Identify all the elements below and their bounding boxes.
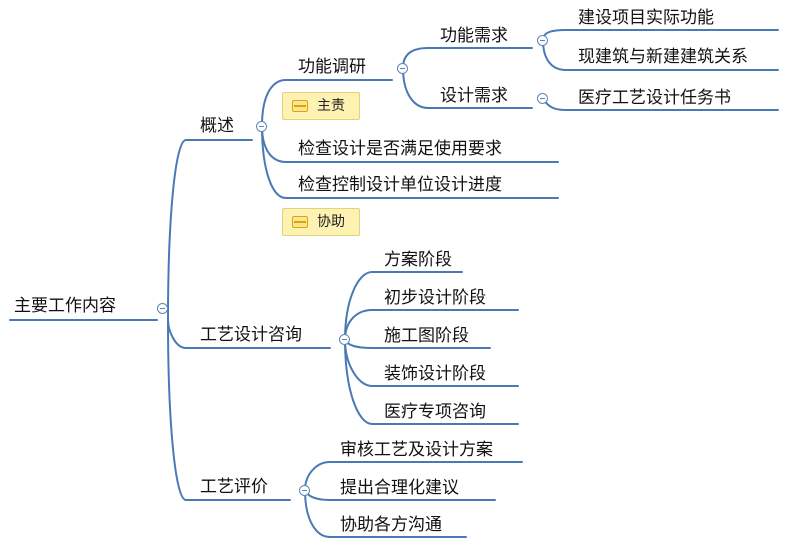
collapse-consulting-icon[interactable] <box>339 334 350 345</box>
collapse-research-icon[interactable] <box>397 63 408 74</box>
leaf-stage-4[interactable]: 装饰设计阶段 <box>384 364 486 384</box>
notes-icon <box>292 216 308 228</box>
tag-main-responsibility[interactable]: 主责 <box>282 92 360 120</box>
leaf-function-1[interactable]: 建设项目实际功能 <box>578 8 714 28</box>
node-check-usage[interactable]: 检查设计是否满足使用要求 <box>298 139 502 159</box>
node-check-progress[interactable]: 检查控制设计单位设计进度 <box>298 175 502 195</box>
collapse-evaluation-icon[interactable] <box>299 485 310 496</box>
connector-evaluation-item-3 <box>304 489 331 538</box>
leaf-evaluation-2[interactable]: 提出合理化建议 <box>340 478 459 498</box>
node-function-requirement[interactable]: 功能需求 <box>440 26 508 46</box>
connector-root-overview <box>167 139 187 321</box>
leaf-evaluation-1[interactable]: 审核工艺及设计方案 <box>340 440 493 460</box>
connector-research-design <box>402 67 429 109</box>
connector-root-evaluation <box>167 319 187 501</box>
collapse-function-requirement-icon[interactable] <box>537 35 548 46</box>
notes-icon <box>292 100 308 112</box>
node-design-requirement[interactable]: 设计需求 <box>440 86 508 106</box>
connector-evaluation-item-1 <box>304 461 331 491</box>
collapse-root-icon[interactable] <box>157 303 168 314</box>
node-overview[interactable]: 概述 <box>200 116 234 136</box>
collapse-overview-icon[interactable] <box>256 121 267 132</box>
tag-main-label: 主责 <box>317 98 345 114</box>
connector-overview-research <box>261 79 287 127</box>
tag-assist[interactable]: 协助 <box>282 208 360 236</box>
node-consulting[interactable]: 工艺设计咨询 <box>200 325 302 345</box>
connector-overview-check-usage <box>261 125 287 163</box>
node-research[interactable]: 功能调研 <box>298 57 366 77</box>
node-root[interactable]: 主要工作内容 <box>14 296 116 316</box>
connector-consulting-stage-1 <box>344 271 373 341</box>
leaf-stage-3[interactable]: 施工图阶段 <box>384 326 469 346</box>
tag-assist-label: 协助 <box>317 214 345 230</box>
leaf-stage-1[interactable]: 方案阶段 <box>384 250 452 270</box>
leaf-function-2[interactable]: 现建筑与新建建筑关系 <box>578 47 748 67</box>
leaf-stage-5[interactable]: 医疗专项咨询 <box>384 402 486 422</box>
collapse-design-requirement-icon[interactable] <box>537 93 548 104</box>
connector-root-consulting <box>167 319 187 349</box>
connector-function-leaf-2 <box>542 39 567 71</box>
connector-overview-check-progress <box>261 125 287 199</box>
leaf-stage-2[interactable]: 初步设计阶段 <box>384 288 486 308</box>
node-evaluation[interactable]: 工艺评价 <box>200 477 268 497</box>
leaf-evaluation-3[interactable]: 协助各方沟通 <box>340 515 442 535</box>
leaf-design-1[interactable]: 医疗工艺设计任务书 <box>578 88 731 108</box>
connector-consulting-stage-5 <box>344 339 373 425</box>
